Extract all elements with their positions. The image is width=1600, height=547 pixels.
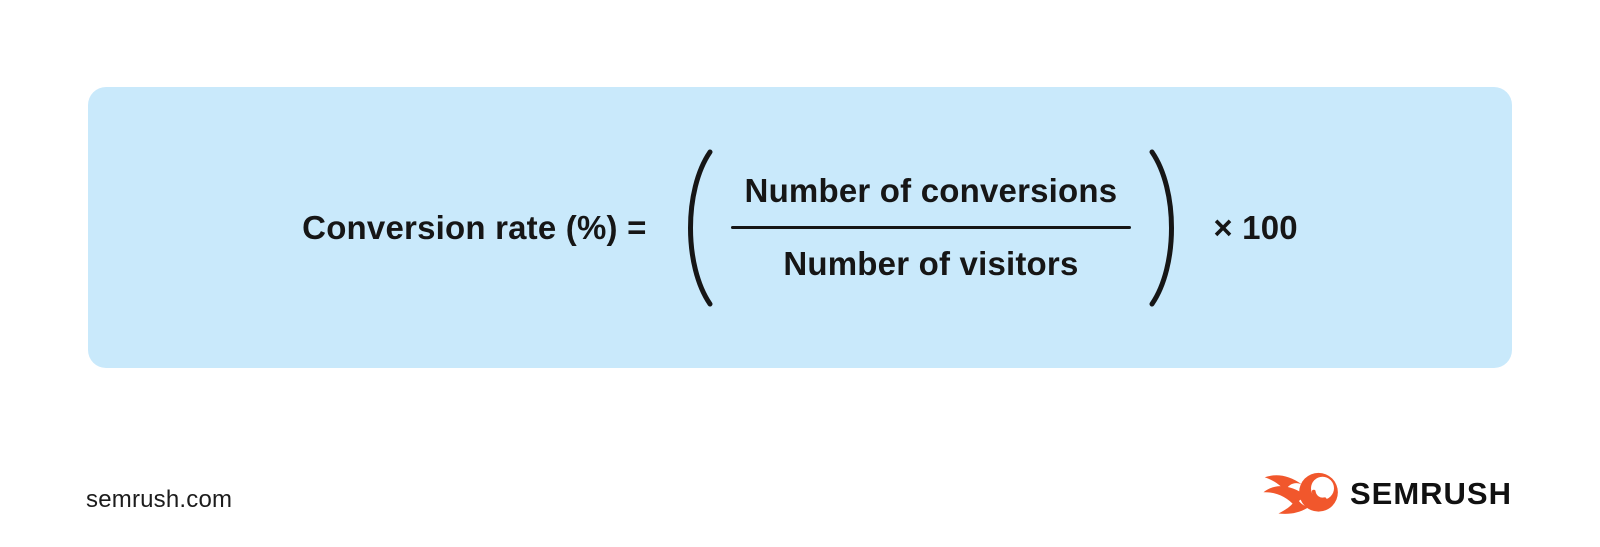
formula-card: Conversion rate (%) = Number of conversi… [88,87,1512,368]
fraction-denominator: Number of visitors [783,245,1079,282]
open-parenthesis-icon [673,146,719,310]
fraction-bar [730,226,1132,229]
fraction: Number of conversions Number of visitors [729,172,1134,283]
fraction-numerator: Number of conversions [744,172,1118,209]
semrush-wordmark: SEMRUSH [1349,475,1512,511]
conversion-rate-formula: Conversion rate (%) = Number of conversi… [302,146,1298,310]
semrush-logo: SEMRUSH [1263,466,1512,521]
formula-multiplier: × 100 [1213,208,1298,246]
close-parenthesis-icon [1143,146,1189,310]
semrush-flame-icon [1263,472,1338,514]
source-url: semrush.com [86,486,233,513]
formula-lhs-label: Conversion rate (%) = [302,208,647,246]
